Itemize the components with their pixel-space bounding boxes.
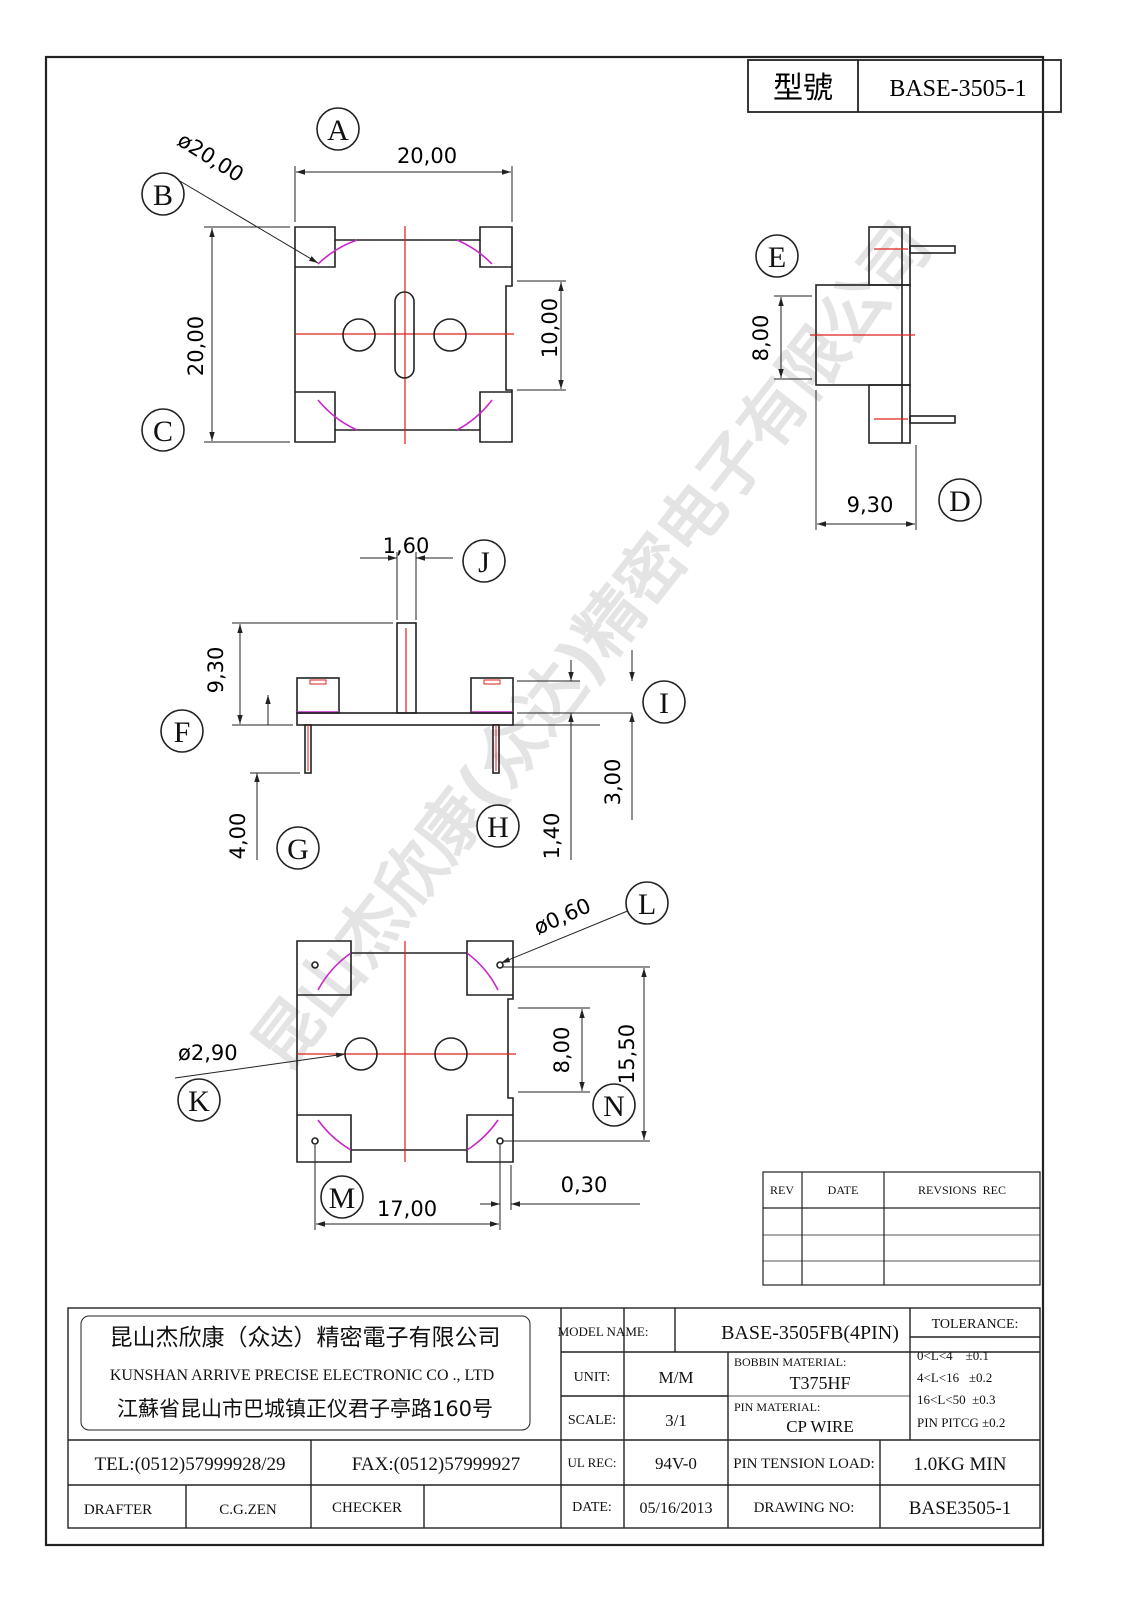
sheet-border: [44, 55, 1045, 1547]
label-m: M: [329, 1182, 356, 1215]
dim-bot-slot: 8,00: [550, 1027, 574, 1074]
tolerance-label: TOLERANCE:: [932, 1317, 1019, 1332]
model-value: BASE-3505-1: [889, 76, 1026, 102]
dim-top-slot: 10,00: [538, 298, 562, 358]
company-address: 江蘇省昆山市巴城镇正仪君子亭路160号: [117, 1397, 493, 1421]
callout-labels: [141, 107, 982, 1219]
bobbin-label: BOBBIN MATERIAL:: [734, 1355, 846, 1369]
dim-top-height: 20,00: [184, 316, 208, 376]
date-value: 05/16/2013: [640, 1500, 713, 1517]
dim-bot-offset: 0,30: [561, 1173, 608, 1197]
top-view: [167, 166, 566, 444]
model-box: 型號 BASE-3505-1: [747, 59, 1062, 113]
scale-value: 3/1: [665, 1411, 687, 1430]
unit-label: UNIT:: [574, 1370, 611, 1385]
drafter-label: DRAFTER: [84, 1502, 152, 1518]
dim-bot-pin-dia: ø0,60: [530, 893, 594, 939]
model-name-label: MODEL NAME:: [558, 1324, 649, 1339]
dim-front-pin-width: 1,60: [383, 534, 430, 558]
label-n: N: [603, 1090, 625, 1123]
date-label: DATE:: [572, 1500, 612, 1515]
dim-bot-pitch-h: 17,00: [377, 1197, 437, 1221]
company-fax: FAX:(0512)57999927: [352, 1454, 521, 1475]
drafter-name: C.G.ZEN: [219, 1502, 277, 1518]
label-d: D: [949, 485, 971, 518]
dim-side-depth: 9,30: [847, 493, 894, 517]
tolerance-4: PIN PITCG ±0.2: [917, 1415, 1005, 1430]
company-name-en: KUNSHAN ARRIVE PRECISE ELECTRONIC CO ., …: [110, 1367, 494, 1384]
front-view: [232, 552, 635, 860]
label-h: H: [487, 811, 509, 844]
dim-front-pin: 4,00: [226, 813, 250, 860]
model-name: BASE-3505FB(4PIN): [721, 1322, 899, 1344]
label-b: B: [153, 179, 173, 212]
watermark-text: 昆山杰欣康(众达)精密电子有限公司: [239, 209, 946, 1084]
company-tel: TEL:(0512)57999928/29: [94, 1454, 285, 1475]
bobbin-value: T375HF: [789, 1373, 850, 1393]
tolerance-2: 4<L<16 ±0.2: [917, 1370, 992, 1385]
label-f: F: [174, 716, 191, 749]
ul-value: 94V-0: [655, 1454, 697, 1473]
dim-front-height: 9,30: [204, 647, 228, 694]
dim-side-height: 8,00: [749, 315, 773, 362]
ul-label: UL REC:: [568, 1455, 617, 1470]
label-e: E: [768, 241, 786, 274]
bottom-view: [174, 909, 650, 1230]
checker-label: CHECKER: [332, 1500, 402, 1516]
label-c: C: [153, 415, 173, 448]
label-a: A: [327, 114, 349, 147]
dim-top-dia: ø20,00: [173, 128, 248, 187]
watermark: 昆山杰欣康(众达)精密电子有限公司: [239, 209, 946, 1084]
revision-table: [762, 1171, 1041, 1286]
pin-material-value: CP WIRE: [786, 1417, 854, 1436]
date-header: DATE: [828, 1183, 859, 1197]
unit-value: M/M: [659, 1368, 694, 1387]
drawing-no-label: DRAWING NO:: [754, 1500, 855, 1516]
company-name-cn: 昆山杰欣康（众达）精密電子有限公司: [110, 1325, 501, 1351]
pin-material-label: PIN MATERIAL:: [734, 1400, 820, 1414]
title-block: [67, 1307, 1041, 1529]
label-g: G: [287, 833, 309, 866]
rev-header: REV: [770, 1183, 794, 1197]
dim-front-h: 1,40: [540, 813, 564, 860]
dim-top-width: 20,00: [397, 144, 457, 168]
scale-label: SCALE:: [568, 1413, 616, 1428]
label-k: K: [188, 1085, 210, 1118]
dim-front-i: 3,00: [601, 759, 625, 806]
dim-bot-hole-dia: ø2,90: [178, 1041, 238, 1065]
tolerance-1: 0<L<4 ±0.1: [917, 1348, 989, 1363]
revisions-header: REVSIONS REC: [918, 1183, 1006, 1197]
tolerance-3: 16<L<50 ±0.3: [917, 1392, 996, 1407]
pin-tension-value: 1.0KG MIN: [914, 1454, 1007, 1475]
model-label: 型號: [773, 71, 833, 106]
pin-tension-label: PIN TENSION LOAD:: [733, 1456, 874, 1472]
dim-bot-pitch-v: 15,50: [615, 1024, 639, 1084]
label-l: L: [638, 888, 656, 921]
label-j: J: [478, 546, 490, 579]
label-i: I: [659, 687, 669, 720]
drawing-no-value: BASE3505-1: [909, 1498, 1011, 1519]
callout-letters: A B C D E F G H I J K L M N: [153, 114, 971, 1215]
side-view: [774, 226, 956, 530]
